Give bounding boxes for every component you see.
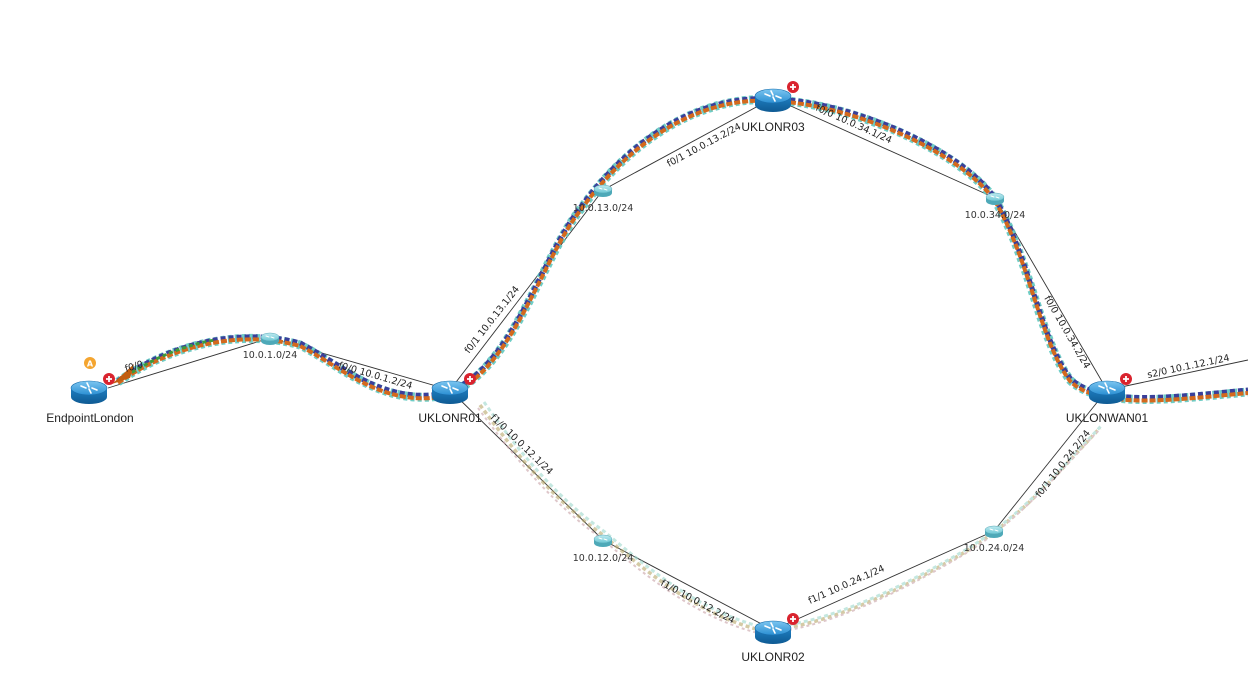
link-r03-n34 (772, 97, 996, 199)
network-node-n24[interactable] (984, 525, 1004, 539)
interface-label-r01-n12: f1/0 10.0.12.1/24 (488, 412, 555, 477)
device-wan01[interactable]: UKLONWAN01 (1066, 372, 1149, 425)
device-r01[interactable]: UKLONR01 (418, 372, 482, 425)
plus-badge-icon[interactable] (1119, 372, 1133, 386)
plus-badge-icon[interactable] (786, 80, 800, 94)
network-label-n24: 10.0.24.0/24 (964, 543, 1025, 554)
network-label-n34: 10.0.34.0/24 (965, 210, 1026, 221)
network-node-n13[interactable] (593, 184, 613, 198)
network-node-n34[interactable] (985, 192, 1005, 206)
link-wan-out (1106, 359, 1248, 391)
router-icon (1088, 380, 1126, 405)
plus-badge-icon[interactable] (463, 372, 477, 386)
network-label-n12: 10.0.12.0/24 (573, 553, 634, 564)
router-icon (70, 380, 108, 405)
plus-badge-icon[interactable] (786, 612, 800, 626)
link-r01-n13 (449, 189, 604, 391)
path-highlight-lower (477, 401, 1104, 635)
interface-label-r01-n13: f0/1 10.0.13.1/24 (463, 284, 522, 356)
device-label-wan01: UKLONWAN01 (1066, 411, 1149, 425)
link-n13-r03 (602, 97, 774, 191)
router-icon (754, 88, 792, 113)
device-label-r01: UKLONR01 (418, 411, 482, 425)
links (107, 97, 1248, 631)
router-icon (754, 620, 792, 645)
path-highlight-main (115, 95, 1248, 404)
path-arrowhead (112, 364, 134, 384)
router-icon (431, 380, 469, 405)
network-label-n1: 10.0.1.0/24 (243, 350, 298, 361)
interface-label-r02-n12: f1/0 10.0.12.2/24 (659, 578, 737, 626)
network-node-n12[interactable] (593, 534, 613, 548)
interface-label-endpoint: f0/0 (124, 359, 145, 375)
device-r02[interactable]: UKLONR02 (741, 612, 805, 664)
device-label-endpoint: EndpointLondon (46, 411, 133, 425)
device-label-r03: UKLONR03 (741, 120, 805, 134)
interface-label-r03-n13: f0/1 10.0.13.2/24 (665, 121, 743, 169)
device-endpoint[interactable]: A EndpointLondon (46, 357, 134, 425)
link-endpoint-n1 (107, 337, 271, 389)
link-r02-n24 (772, 530, 995, 631)
device-r03[interactable]: UKLONR03 (741, 80, 805, 134)
network-node-n1[interactable] (260, 332, 280, 346)
endpoint-marker-text: A (87, 360, 94, 369)
plus-badge-icon[interactable] (102, 372, 116, 386)
endpoint-a-marker-icon: A (84, 357, 96, 369)
network-label-n13: 10.0.13.0/24 (573, 203, 634, 214)
device-label-r02: UKLONR02 (741, 650, 805, 664)
interface-label-wan-n24: f0/1 10.0.24.2/24 (1034, 428, 1093, 500)
link-n24-wan (993, 389, 1108, 532)
